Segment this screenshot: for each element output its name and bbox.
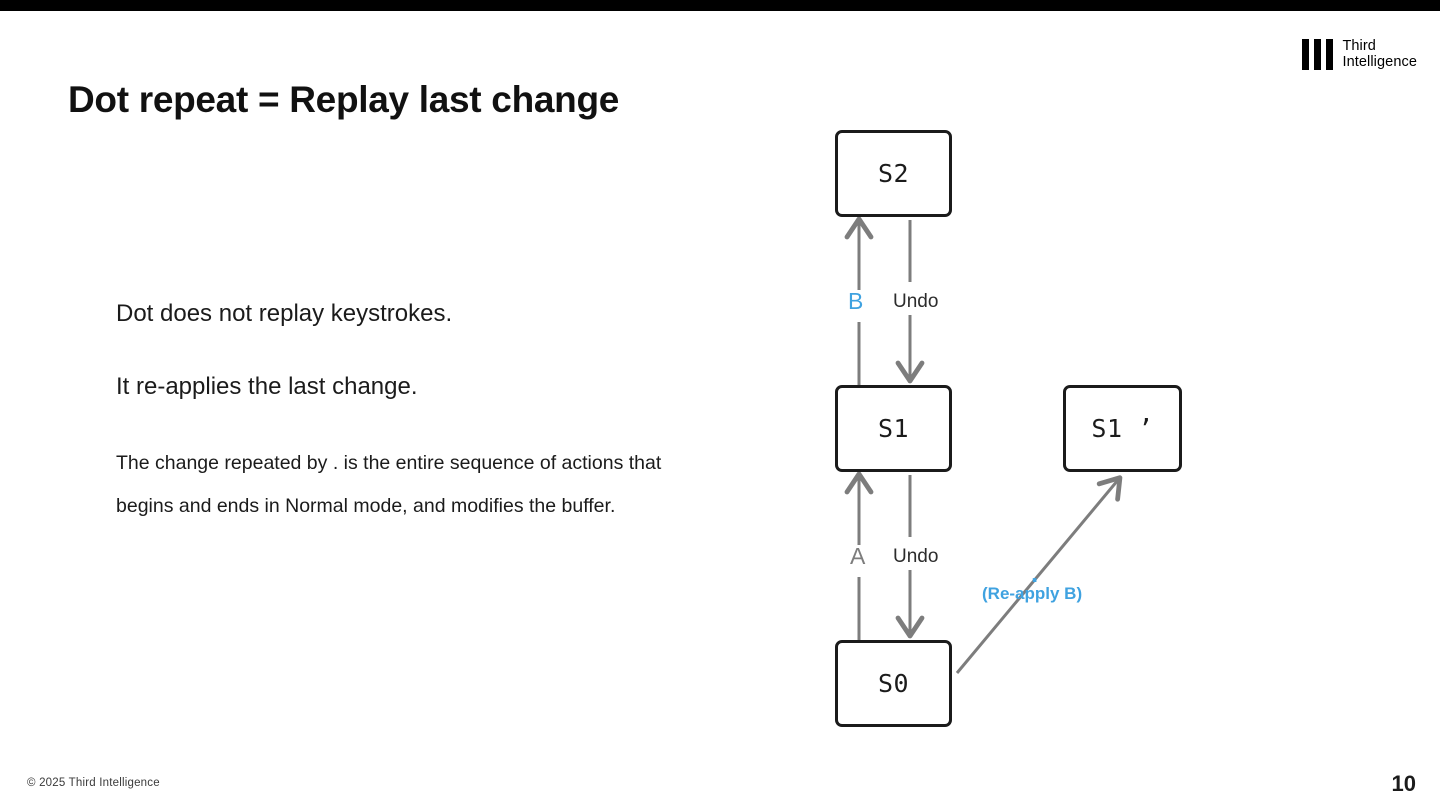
state-node-s0[interactable]: S0 xyxy=(835,640,952,727)
state-node-s1[interactable]: S1 xyxy=(835,385,952,472)
brand-line-1: Third xyxy=(1342,38,1376,54)
brand-line-2: Intelligence xyxy=(1342,54,1417,71)
state-node-s2[interactable]: S2 xyxy=(835,130,952,217)
edge-s0-to-s1-prime xyxy=(955,475,1123,674)
brand-logo: Third Intelligence xyxy=(1302,38,1417,70)
edge-label-undo-lower: Undo xyxy=(893,546,939,567)
logo-bars-icon xyxy=(1302,38,1334,70)
lead-statement-2: It re-applies the last change. xyxy=(116,373,418,400)
page-number: 10 xyxy=(1391,771,1416,796)
edge-label-a: A xyxy=(850,543,866,569)
brand-wordmark: Third Intelligence xyxy=(1342,38,1417,70)
top-accent-bar xyxy=(0,0,1440,11)
edge-label-undo-upper: Undo xyxy=(893,291,939,312)
lead-statement-1: Dot does not replay keystrokes. xyxy=(116,300,453,327)
state-node-s1-prime[interactable]: S1 ’ xyxy=(1063,385,1182,472)
edge-label-b: B xyxy=(848,288,864,314)
edge-label-reapply-b: (Re-apply B) xyxy=(982,584,1083,603)
copyright-notice: © 2025 Third Intelligence xyxy=(27,777,160,789)
diagram-edges xyxy=(844,216,1123,674)
edge-label-dot-command: . xyxy=(1031,558,1039,588)
page-title: Dot repeat = Replay last change xyxy=(68,79,620,120)
state-transition-diagram: S2 S1 S0 S1 ’ B Undo A Undo . (Re-apply … xyxy=(800,110,1220,750)
body-paragraph: The change repeated by . is the entire s… xyxy=(116,452,662,517)
